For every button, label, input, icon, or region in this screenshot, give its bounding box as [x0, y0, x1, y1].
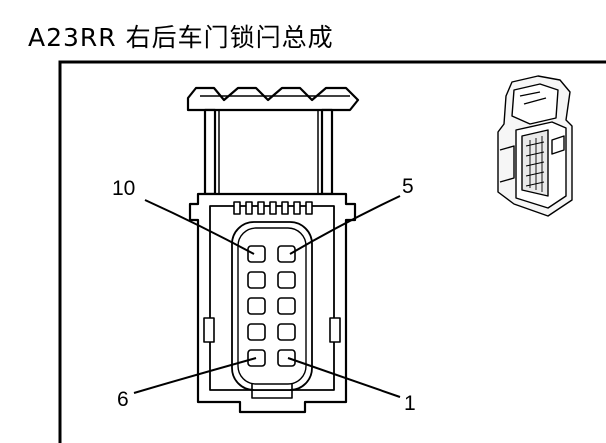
page-title: A23RR 右后车门锁闩总成: [28, 23, 334, 52]
connector-notches: [233, 201, 313, 215]
callout-label-pin-5: 5: [402, 175, 414, 198]
pin-cavity: [247, 271, 296, 289]
leader-pin-6: [133, 357, 257, 394]
pin-cavity-grid: [247, 245, 296, 367]
pin-cavity: [247, 323, 296, 341]
callout-label-pin-6: 6: [117, 388, 129, 411]
callout-label-pin-10: 10: [112, 177, 135, 200]
connector-body: [188, 192, 357, 414]
connector-3d-thumbnail: [497, 75, 573, 217]
leader-pin-1: [287, 357, 401, 398]
connector-face-view: [186, 86, 360, 414]
callout-leaders: [133, 195, 401, 398]
pin-cavity: [247, 349, 296, 367]
pin-cavity: [247, 297, 296, 315]
leader-pin-5: [289, 195, 401, 255]
pin-cavity: [247, 245, 296, 263]
connector-latch: [186, 86, 360, 196]
diagram-frame: [58, 60, 606, 443]
leader-pin-10: [144, 199, 255, 255]
callout-label-pin-1: 1: [404, 392, 416, 415]
